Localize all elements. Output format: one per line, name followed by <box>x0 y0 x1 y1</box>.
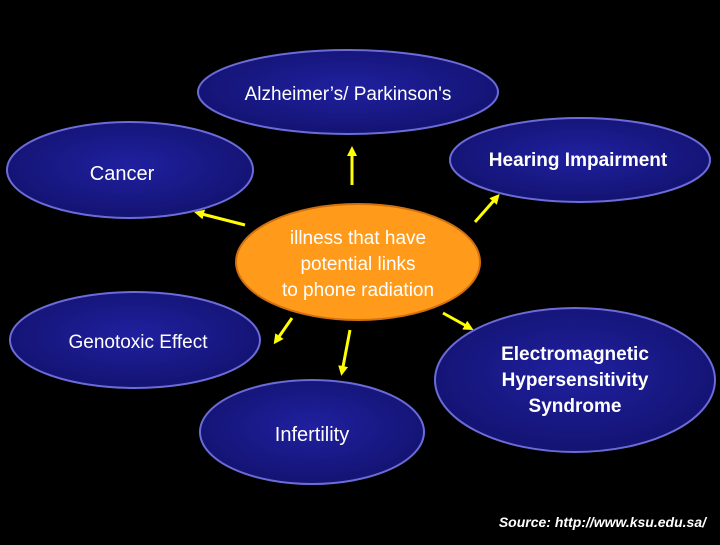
node-alzheimers-ellipse <box>197 49 499 135</box>
node-hearing-ellipse <box>449 117 711 203</box>
node-cancer: Cancer <box>6 121 254 219</box>
source-citation: Source: http://www.ksu.edu.sa/ <box>499 514 708 530</box>
center-label-line2: potential links <box>300 254 415 275</box>
center-node: illness that have potential links to pho… <box>235 203 481 321</box>
node-ehs: Electromagnetic Hypersensitivity Syndrom… <box>434 307 716 453</box>
node-hearing-label: Hearing Impairment <box>489 150 668 171</box>
center-ellipse <box>235 203 481 321</box>
center-label-line1: illness that have <box>290 228 426 249</box>
center-label-line3: to phone radiation <box>282 280 434 301</box>
node-ehs-label-line1: Electromagnetic <box>501 344 649 365</box>
arrow-to-infertility <box>338 329 352 376</box>
arrow-to-genotoxic <box>273 317 294 345</box>
arrows <box>194 146 500 376</box>
node-cancer-label: Cancer <box>90 163 155 185</box>
node-ehs-ellipse <box>434 307 716 453</box>
node-genotoxic-ellipse <box>9 291 261 389</box>
node-genotoxic-label: Genotoxic Effect <box>68 332 208 353</box>
node-alzheimers-label: Alzheimer’s/ Parkinson's <box>245 84 452 105</box>
node-ehs-label-line3: Syndrome <box>529 396 622 417</box>
node-alzheimers-parkinsons: Alzheimer’s/ Parkinson's <box>197 49 499 135</box>
node-infertility-label: Infertility <box>275 424 349 446</box>
node-cancer-ellipse <box>6 121 254 219</box>
arrow-to-hearing <box>473 193 500 223</box>
node-ehs-label-line2: Hypersensitivity <box>502 370 649 391</box>
arrow-to-ehs <box>442 311 474 330</box>
node-hearing-impairment: Hearing Impairment <box>449 117 711 203</box>
node-genotoxic-effect: Genotoxic Effect <box>9 291 261 389</box>
node-infertility-ellipse <box>199 379 425 485</box>
arrow-to-cancer <box>194 209 246 227</box>
node-infertility: Infertility <box>199 379 425 485</box>
